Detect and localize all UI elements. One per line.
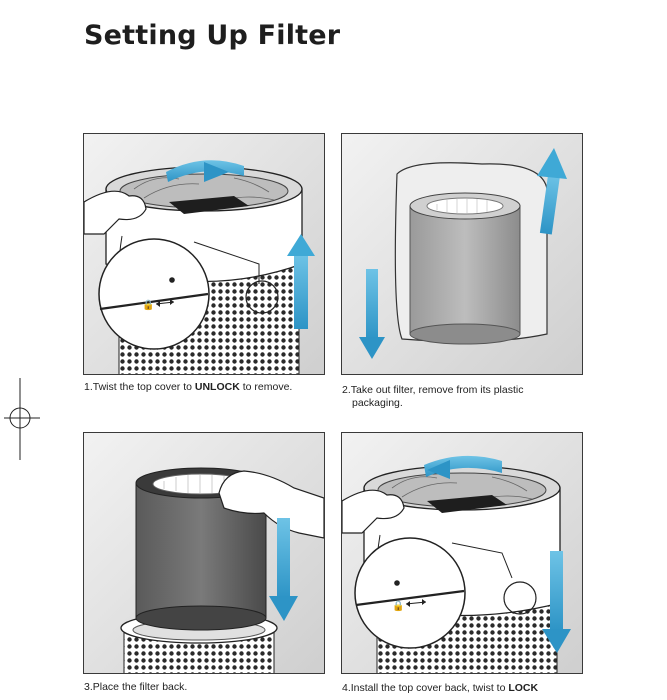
step-4-illustration: 🔒 [341,432,583,674]
step-1-illustration: 🔒 [83,133,325,375]
step-4-caption: 4.Install the top cover back, twist to L… [342,682,539,694]
svg-text:🔒: 🔒 [392,600,404,612]
step-2-caption: 2.Take out filter, remove from its plast… [342,384,524,409]
step-1-caption: 1.Twist the top cover to UNLOCK to remov… [84,381,293,393]
svg-text:🔒: 🔒 [142,299,154,311]
step-3-illustration [83,432,325,674]
step-2-illustration [341,133,583,375]
registration-mark-icon [4,378,40,460]
page-title: Setting Up Filter [84,20,341,51]
step-3-caption: 3.Place the filter back. [84,681,188,693]
